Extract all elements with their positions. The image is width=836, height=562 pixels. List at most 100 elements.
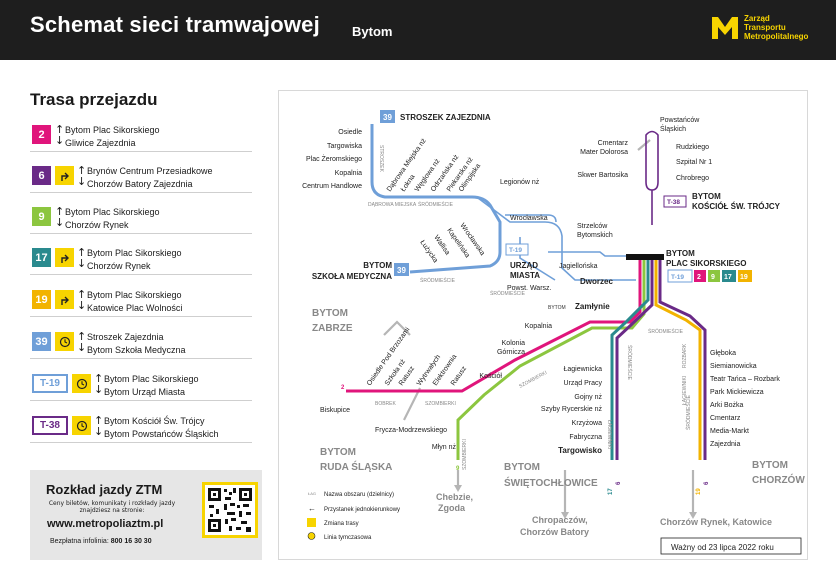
svg-text:Szpital Nr 1: Szpital Nr 1 — [676, 159, 712, 166]
header-bar: Schemat sieci tramwajowej Bytom Zarząd T… — [0, 0, 836, 60]
svg-text:ŚRÓDMIEŚCIE: ŚRÓDMIEŚCIE — [418, 200, 454, 208]
svg-text:T-38: T-38 — [667, 199, 680, 206]
valid-from-label: Ważny od 23 lipca 2022 roku — [671, 543, 774, 552]
svg-text:Kolonia: Kolonia — [502, 340, 525, 347]
route-change-icon — [55, 166, 74, 185]
line-t19-track — [477, 197, 636, 281]
svg-text:Kopalnia: Kopalnia — [525, 323, 552, 330]
route-line-badge: T-38 — [32, 416, 68, 435]
svg-text:Targowisko: Targowisko — [558, 446, 602, 455]
direction-arrows-icon: ↑↓ — [55, 205, 65, 229]
temporary-line-icon — [55, 332, 74, 351]
svg-text:MIASTA: MIASTA — [510, 271, 540, 280]
direction-arrows-icon: ↑↓ — [94, 414, 104, 438]
svg-text:Centrum Handlowe: Centrum Handlowe — [302, 183, 362, 190]
svg-text:SZOMBIERKI: SZOMBIERKI — [425, 401, 456, 407]
ztm-url-link[interactable]: www.metropoliaztm.pl — [47, 518, 164, 530]
svg-text:2: 2 — [341, 385, 345, 391]
svg-text:ŚWIĘTOCHŁOWICE: ŚWIĘTOCHŁOWICE — [504, 476, 598, 489]
svg-text:BYTOM: BYTOM — [752, 460, 788, 471]
svg-text:Legionów nż: Legionów nż — [500, 179, 540, 186]
svg-text:ŁAGIEWNIKI: ŁAGIEWNIKI — [606, 420, 612, 449]
route-change-icon — [55, 290, 74, 309]
route-line-badge: 17 — [32, 248, 51, 267]
svg-text:Wrocławska: Wrocławska — [510, 215, 548, 222]
svg-text:SZOMBIERKI: SZOMBIERKI — [518, 370, 548, 390]
connection-lines — [383, 139, 695, 512]
svg-text:Bytomskich: Bytomskich — [577, 232, 613, 239]
svg-text:17: 17 — [724, 274, 732, 281]
route-line-badge: 19 — [32, 290, 51, 309]
page-subtitle: Bytom — [352, 24, 393, 39]
svg-text:6: 6 — [616, 481, 622, 485]
svg-text:39: 39 — [383, 113, 392, 122]
ztm-logo-text: Zarząd Transportu Metropolitalnego — [744, 14, 809, 41]
direction-arrows-icon: ↑↓ — [94, 372, 104, 396]
svg-text:9: 9 — [711, 274, 715, 281]
svg-text:BYTOM: BYTOM — [504, 462, 540, 473]
svg-text:Rudzkiego: Rudzkiego — [676, 144, 709, 151]
svg-text:Wallisa: Wallisa — [432, 234, 451, 256]
direction-arrows-icon: ↑↓ — [77, 246, 87, 270]
qr-code-icon[interactable] — [202, 482, 258, 538]
svg-text:Linia tymczasowa: Linia tymczasowa — [324, 535, 372, 541]
svg-text:ROZBARK: ROZBARK — [682, 343, 688, 368]
t19-stops: Legionów nż Wrocławska Strzelców Bytomsk… — [500, 179, 613, 292]
direction-arrows-icon: ↑↓ — [55, 123, 65, 147]
svg-text:STROSZEK: STROSZEK — [378, 145, 384, 173]
valid-from-box — [660, 537, 802, 555]
svg-text:Powst. Warsz.: Powst. Warsz. — [507, 285, 552, 292]
line-t38-track — [645, 130, 659, 225]
south-stops: Łagiewnicka Urząd Pracy Gojny nż Szyby R… — [520, 366, 622, 537]
line-39-track — [370, 124, 502, 274]
svg-text:BYTOM: BYTOM — [363, 261, 392, 270]
route-line-badge: 6 — [32, 166, 51, 185]
svg-text:Chebzie,: Chebzie, — [436, 492, 473, 502]
svg-text:Jagiellońska: Jagiellońska — [559, 263, 598, 270]
svg-text:Cmentarz: Cmentarz — [598, 140, 629, 147]
svg-text:BYTOM: BYTOM — [312, 308, 348, 319]
svg-text:2: 2 — [697, 274, 701, 281]
svg-text:Młyn nż: Młyn nż — [432, 444, 457, 451]
svg-text:Chorzów Rynek, Katowice: Chorzów Rynek, Katowice — [660, 517, 772, 527]
svg-text:Targowiska: Targowiska — [327, 143, 362, 150]
svg-text:Frycza-Modrzewskiego: Frycza-Modrzewskiego — [375, 427, 447, 434]
svg-text:Dworzec: Dworzec — [580, 277, 613, 286]
area-labels: BYTOM ZABRZE BYTOM RUDA ŚLĄSKA BYTOM ŚWI… — [312, 308, 805, 489]
ztm-info-box: Rozkład jazdy ZTM Ceny biletów, komunika… — [30, 470, 262, 560]
svg-text:ŚRÓDMIEŚCIE: ŚRÓDMIEŚCIE — [648, 327, 684, 335]
route-line-badge: T-19 — [32, 374, 68, 393]
svg-text:6: 6 — [704, 481, 710, 485]
svg-text:Teatr Tańca – Rozbark: Teatr Tańca – Rozbark — [710, 376, 780, 383]
svg-text:SZOMBIERKI: SZOMBIERKI — [462, 439, 468, 470]
svg-text:Ratusz: Ratusz — [450, 365, 469, 387]
svg-text:ZABRZE: ZABRZE — [312, 323, 353, 334]
svg-text:SZKOŁA MEDYCZNA: SZKOŁA MEDYCZNA — [312, 272, 392, 281]
page-title: Schemat sieci tramwajowej — [30, 12, 320, 37]
svg-text:BYTOM: BYTOM — [692, 192, 721, 201]
svg-text:←: ← — [308, 504, 316, 513]
route-line-badge: 2 — [32, 125, 51, 144]
svg-text:Gojny nż: Gojny nż — [574, 394, 602, 401]
svg-text:BYTOM: BYTOM — [666, 249, 695, 258]
svg-text:Przystanek jednokierunkowy: Przystanek jednokierunkowy — [324, 507, 400, 513]
svg-text:ŁAGIEWNIKI: ŁAGIEWNIKI — [682, 376, 688, 405]
svg-text:RUDA ŚLĄSKA: RUDA ŚLĄSKA — [320, 460, 392, 473]
zone-labels: STROSZEK DĄBROWA MIEJSKA ŚRÓDMIEŚCIE ŚRÓ… — [368, 145, 692, 470]
svg-text:9: 9 — [456, 466, 460, 472]
svg-text:Głęboka: Głęboka — [710, 350, 736, 357]
svg-text:Szyby Rycerskie nż: Szyby Rycerskie nż — [541, 406, 603, 413]
svg-text:19: 19 — [696, 488, 702, 495]
